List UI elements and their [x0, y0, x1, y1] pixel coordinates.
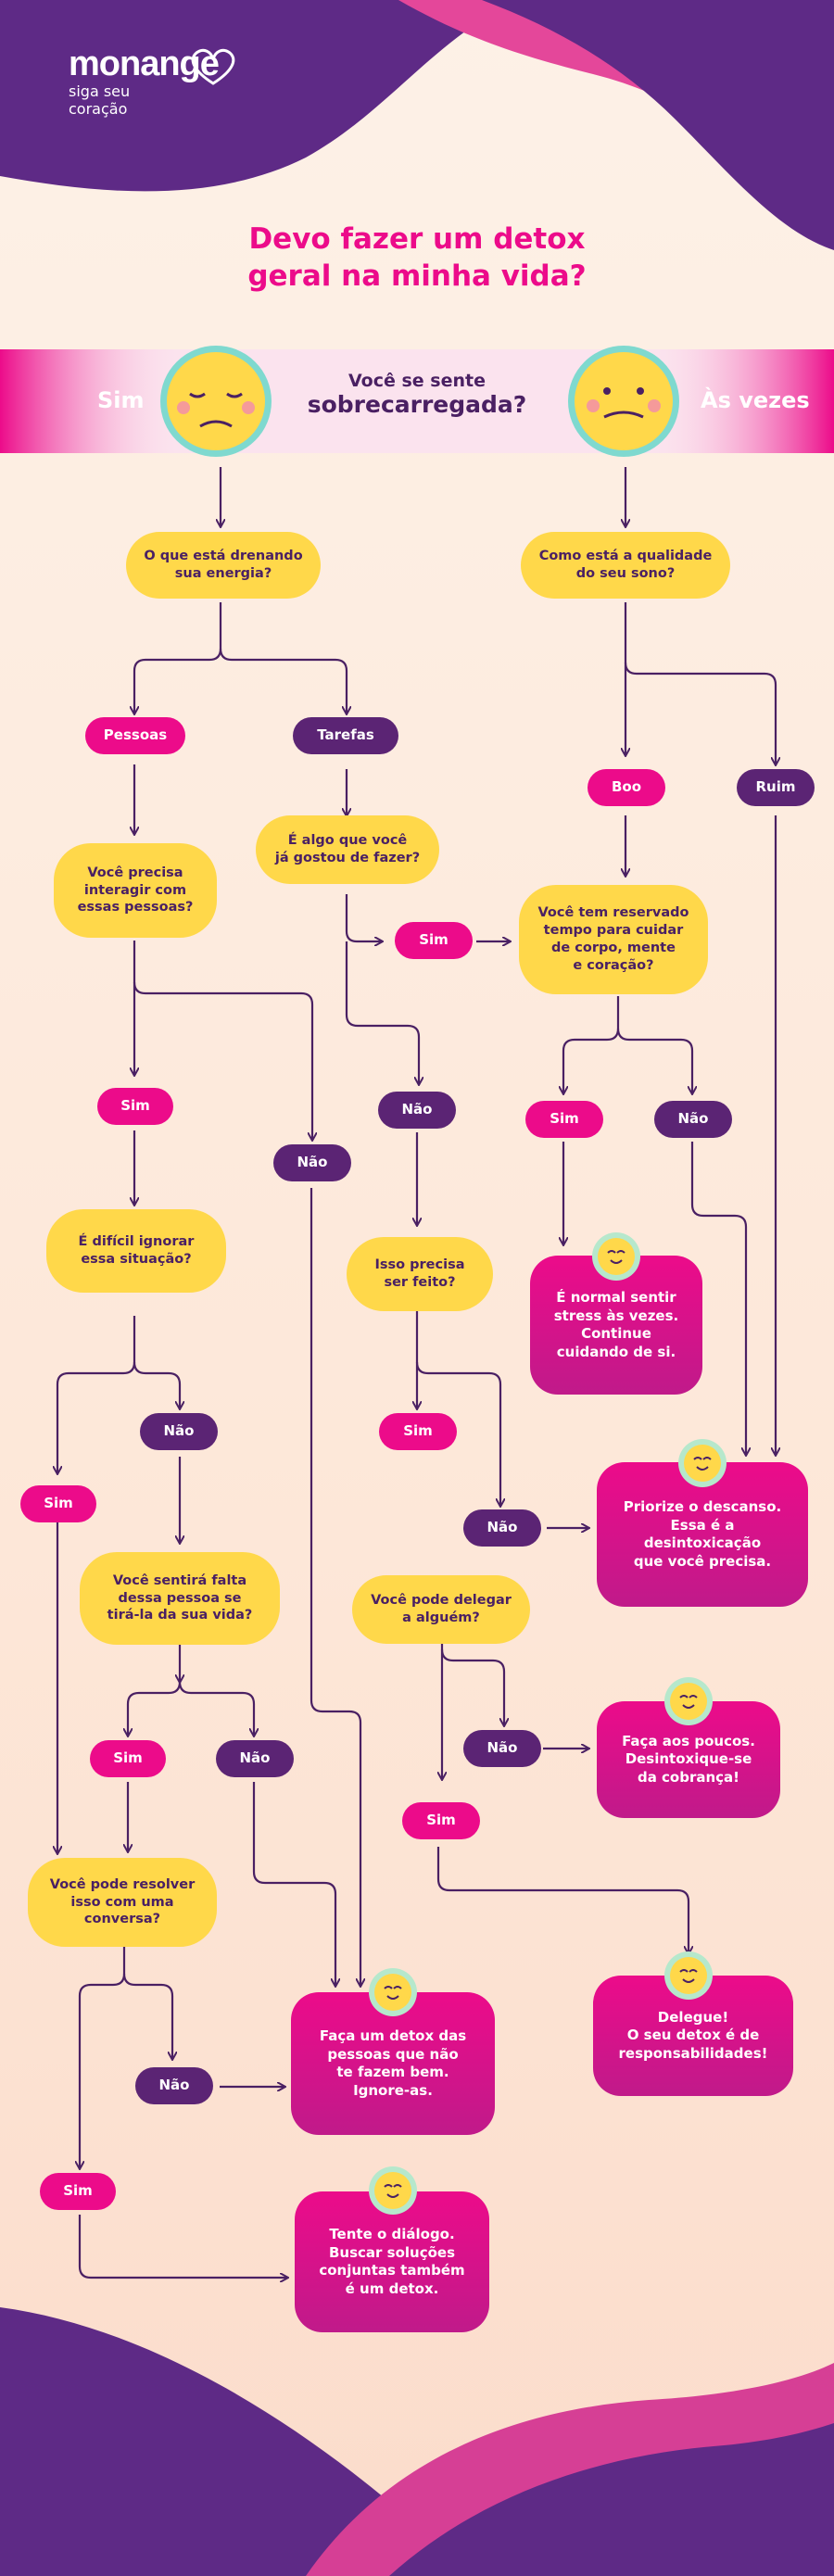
answer-sim-falta: Sim [90, 1740, 166, 1777]
page-title-line-2: geral na minha vida? [247, 259, 587, 294]
answer-nao-interagir: Não [273, 1144, 351, 1181]
question-ignorar: É difícil ignorar essa situação? [46, 1209, 226, 1293]
answer-nao-resolver: Não [135, 2067, 213, 2104]
question-sono: Como está a qualidade do seu sono? [521, 532, 730, 599]
bottom-left-purple-wave [0, 2307, 454, 2576]
happy-face-icon [664, 1677, 713, 1725]
happy-face-icon [678, 1439, 727, 1487]
result-descanso: Priorize o descanso. Essa é a desintoxic… [597, 1462, 808, 1607]
logo-tagline-2: coração [69, 100, 128, 118]
answer-nao-falta: Não [216, 1740, 294, 1777]
banner-question-line-2: sobrecarregada? [307, 391, 527, 418]
happy-face-icon [369, 2166, 417, 2215]
answer-tarefas: Tarefas [293, 717, 398, 754]
answer-sim-ignorar: Sim [20, 1485, 96, 1522]
question-tempo: Você tem reservado tempo para cuidar de … [519, 885, 708, 994]
page-title: Devo fazer um detox geral na minha vida? [0, 221, 834, 296]
page-title-line-1: Devo fazer um detox [248, 222, 586, 256]
question-falta: Você sentirá falta dessa pessoa se tirá-… [80, 1552, 280, 1645]
happy-face-icon [369, 1968, 417, 2016]
bottom-right-purple-wave [389, 2423, 834, 2576]
answer-sim-delegar: Sim [402, 1802, 480, 1839]
answer-pessoas: Pessoas [85, 717, 185, 754]
question-energia: O que está drenando sua energia? [126, 532, 321, 599]
top-right-purple-wave [482, 0, 834, 250]
question-feito: Isso precisa ser feito? [347, 1237, 493, 1311]
logo-tagline-1: siga seu [69, 82, 131, 100]
answer-boo: Boo [588, 769, 665, 806]
banner-label-right: Às vezes [701, 387, 810, 413]
answer-sim-interagir: Sim [97, 1088, 173, 1125]
happy-face-icon [592, 1232, 640, 1281]
banner-question: Você se sente sobrecarregada? [297, 371, 537, 418]
answer-nao-gostou: Não [378, 1092, 456, 1129]
question-delegar: Você pode delegar a alguém? [352, 1575, 530, 1644]
answer-nao-feito: Não [463, 1509, 541, 1547]
result-dialogo: Tente o diálogo. Buscar soluções conjunt… [295, 2191, 489, 2332]
answer-nao-delegar: Não [463, 1730, 541, 1767]
top-left-purple-wave [0, 0, 519, 192]
answer-sim-gostou: Sim [395, 922, 473, 959]
heart-icon [191, 48, 235, 85]
answer-nao-tempo: Não [654, 1101, 732, 1138]
happy-face-icon [664, 1951, 713, 2000]
answer-nao-ignorar: Não [140, 1413, 218, 1450]
question-interagir: Você precisa interagir com essas pessoas… [54, 843, 217, 938]
answer-sim-resolver: Sim [40, 2173, 116, 2210]
question-resolver: Você pode resolver isso com uma conversa… [28, 1858, 217, 1947]
banner-question-line-1: Você se sente [348, 371, 486, 391]
result-delegue: Delegue! O seu detox é de responsabilida… [593, 1976, 793, 2096]
answer-ruim: Ruim [737, 769, 815, 806]
answer-sim-feito: Sim [379, 1413, 457, 1450]
answer-sim-tempo: Sim [525, 1101, 603, 1138]
question-gostou: É algo que você já gostou de fazer? [256, 815, 439, 884]
banner-label-left: Sim [97, 387, 145, 413]
